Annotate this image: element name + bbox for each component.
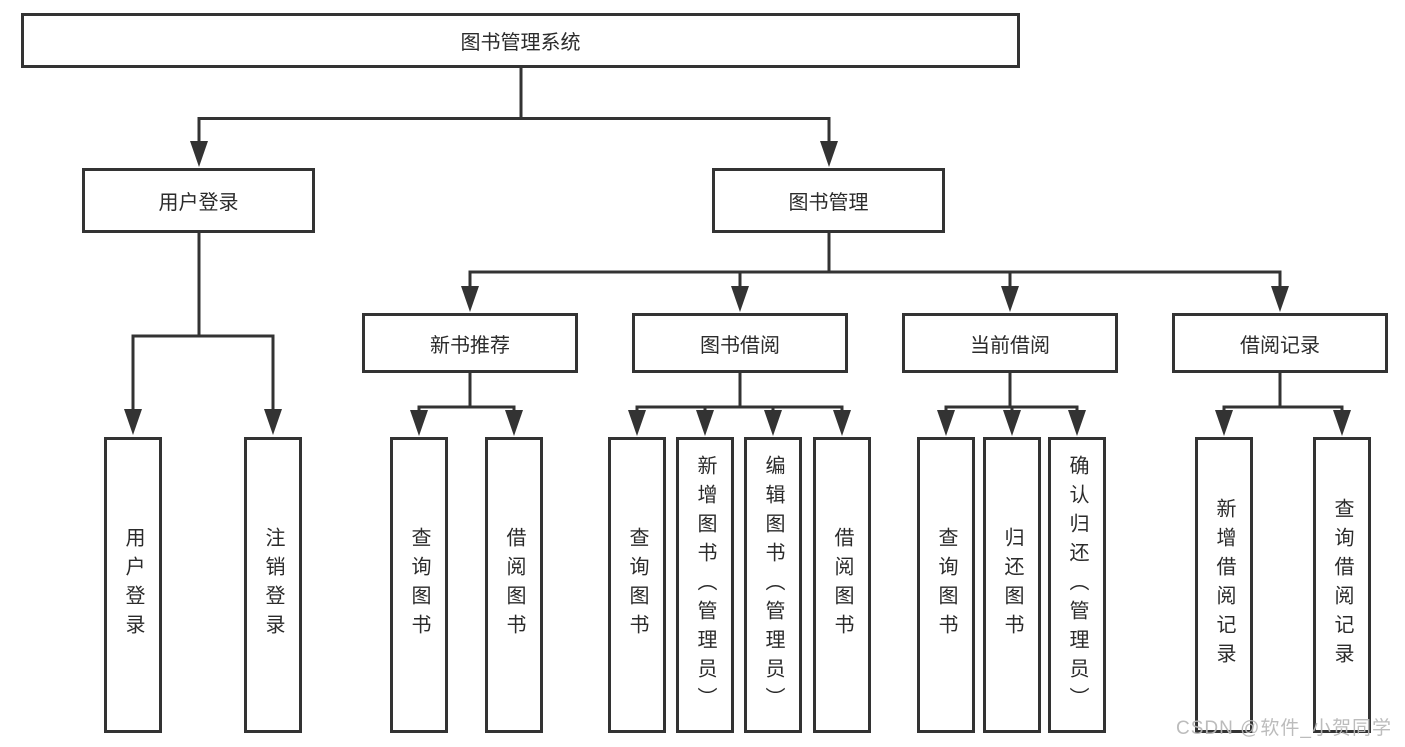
node-label: 查询图书 [626, 527, 648, 643]
node-current-borrow: 当前借阅 [902, 313, 1118, 373]
leaf-query-borrow-record: 查询借阅记录 [1313, 437, 1371, 733]
leaf-return-books: 归还图书 [983, 437, 1041, 733]
node-user-login: 用户登录 [82, 168, 315, 233]
leaf-query-books-recommend: 查询图书 [390, 437, 448, 733]
node-label: 确认归还（管理员） [1066, 454, 1088, 716]
leaf-user-login: 用户登录 [104, 437, 162, 733]
node-library-system: 图书管理系统 [21, 13, 1020, 68]
leaf-add-book-admin: 新增图书（管理员） [676, 437, 734, 733]
node-label: 编辑图书（管理员） [762, 454, 784, 716]
node-label: 借阅图书 [831, 527, 853, 643]
node-label: 用户登录 [122, 527, 144, 643]
leaf-confirm-return-admin: 确认归还（管理员） [1048, 437, 1106, 733]
node-label: 注销登录 [262, 527, 284, 643]
node-label: 查询图书 [408, 527, 430, 643]
leaf-logout: 注销登录 [244, 437, 302, 733]
leaf-borrow-books-recommend: 借阅图书 [485, 437, 543, 733]
node-book-borrow: 图书借阅 [632, 313, 848, 373]
leaf-query-books-borrow: 查询图书 [608, 437, 666, 733]
node-label: 借阅图书 [503, 527, 525, 643]
leaf-edit-book-admin: 编辑图书（管理员） [744, 437, 802, 733]
node-label: 新增图书（管理员） [694, 454, 716, 716]
node-new-book-recommend: 新书推荐 [362, 313, 578, 373]
leaf-query-books-current: 查询图书 [917, 437, 975, 733]
leaf-borrow-books: 借阅图书 [813, 437, 871, 733]
node-borrow-records: 借阅记录 [1172, 313, 1388, 373]
node-label: 查询借阅记录 [1331, 498, 1353, 672]
node-label: 新增借阅记录 [1213, 498, 1235, 672]
node-book-management: 图书管理 [712, 168, 945, 233]
node-label: 查询图书 [935, 527, 957, 643]
leaf-add-borrow-record: 新增借阅记录 [1195, 437, 1253, 733]
node-label: 归还图书 [1001, 527, 1023, 643]
